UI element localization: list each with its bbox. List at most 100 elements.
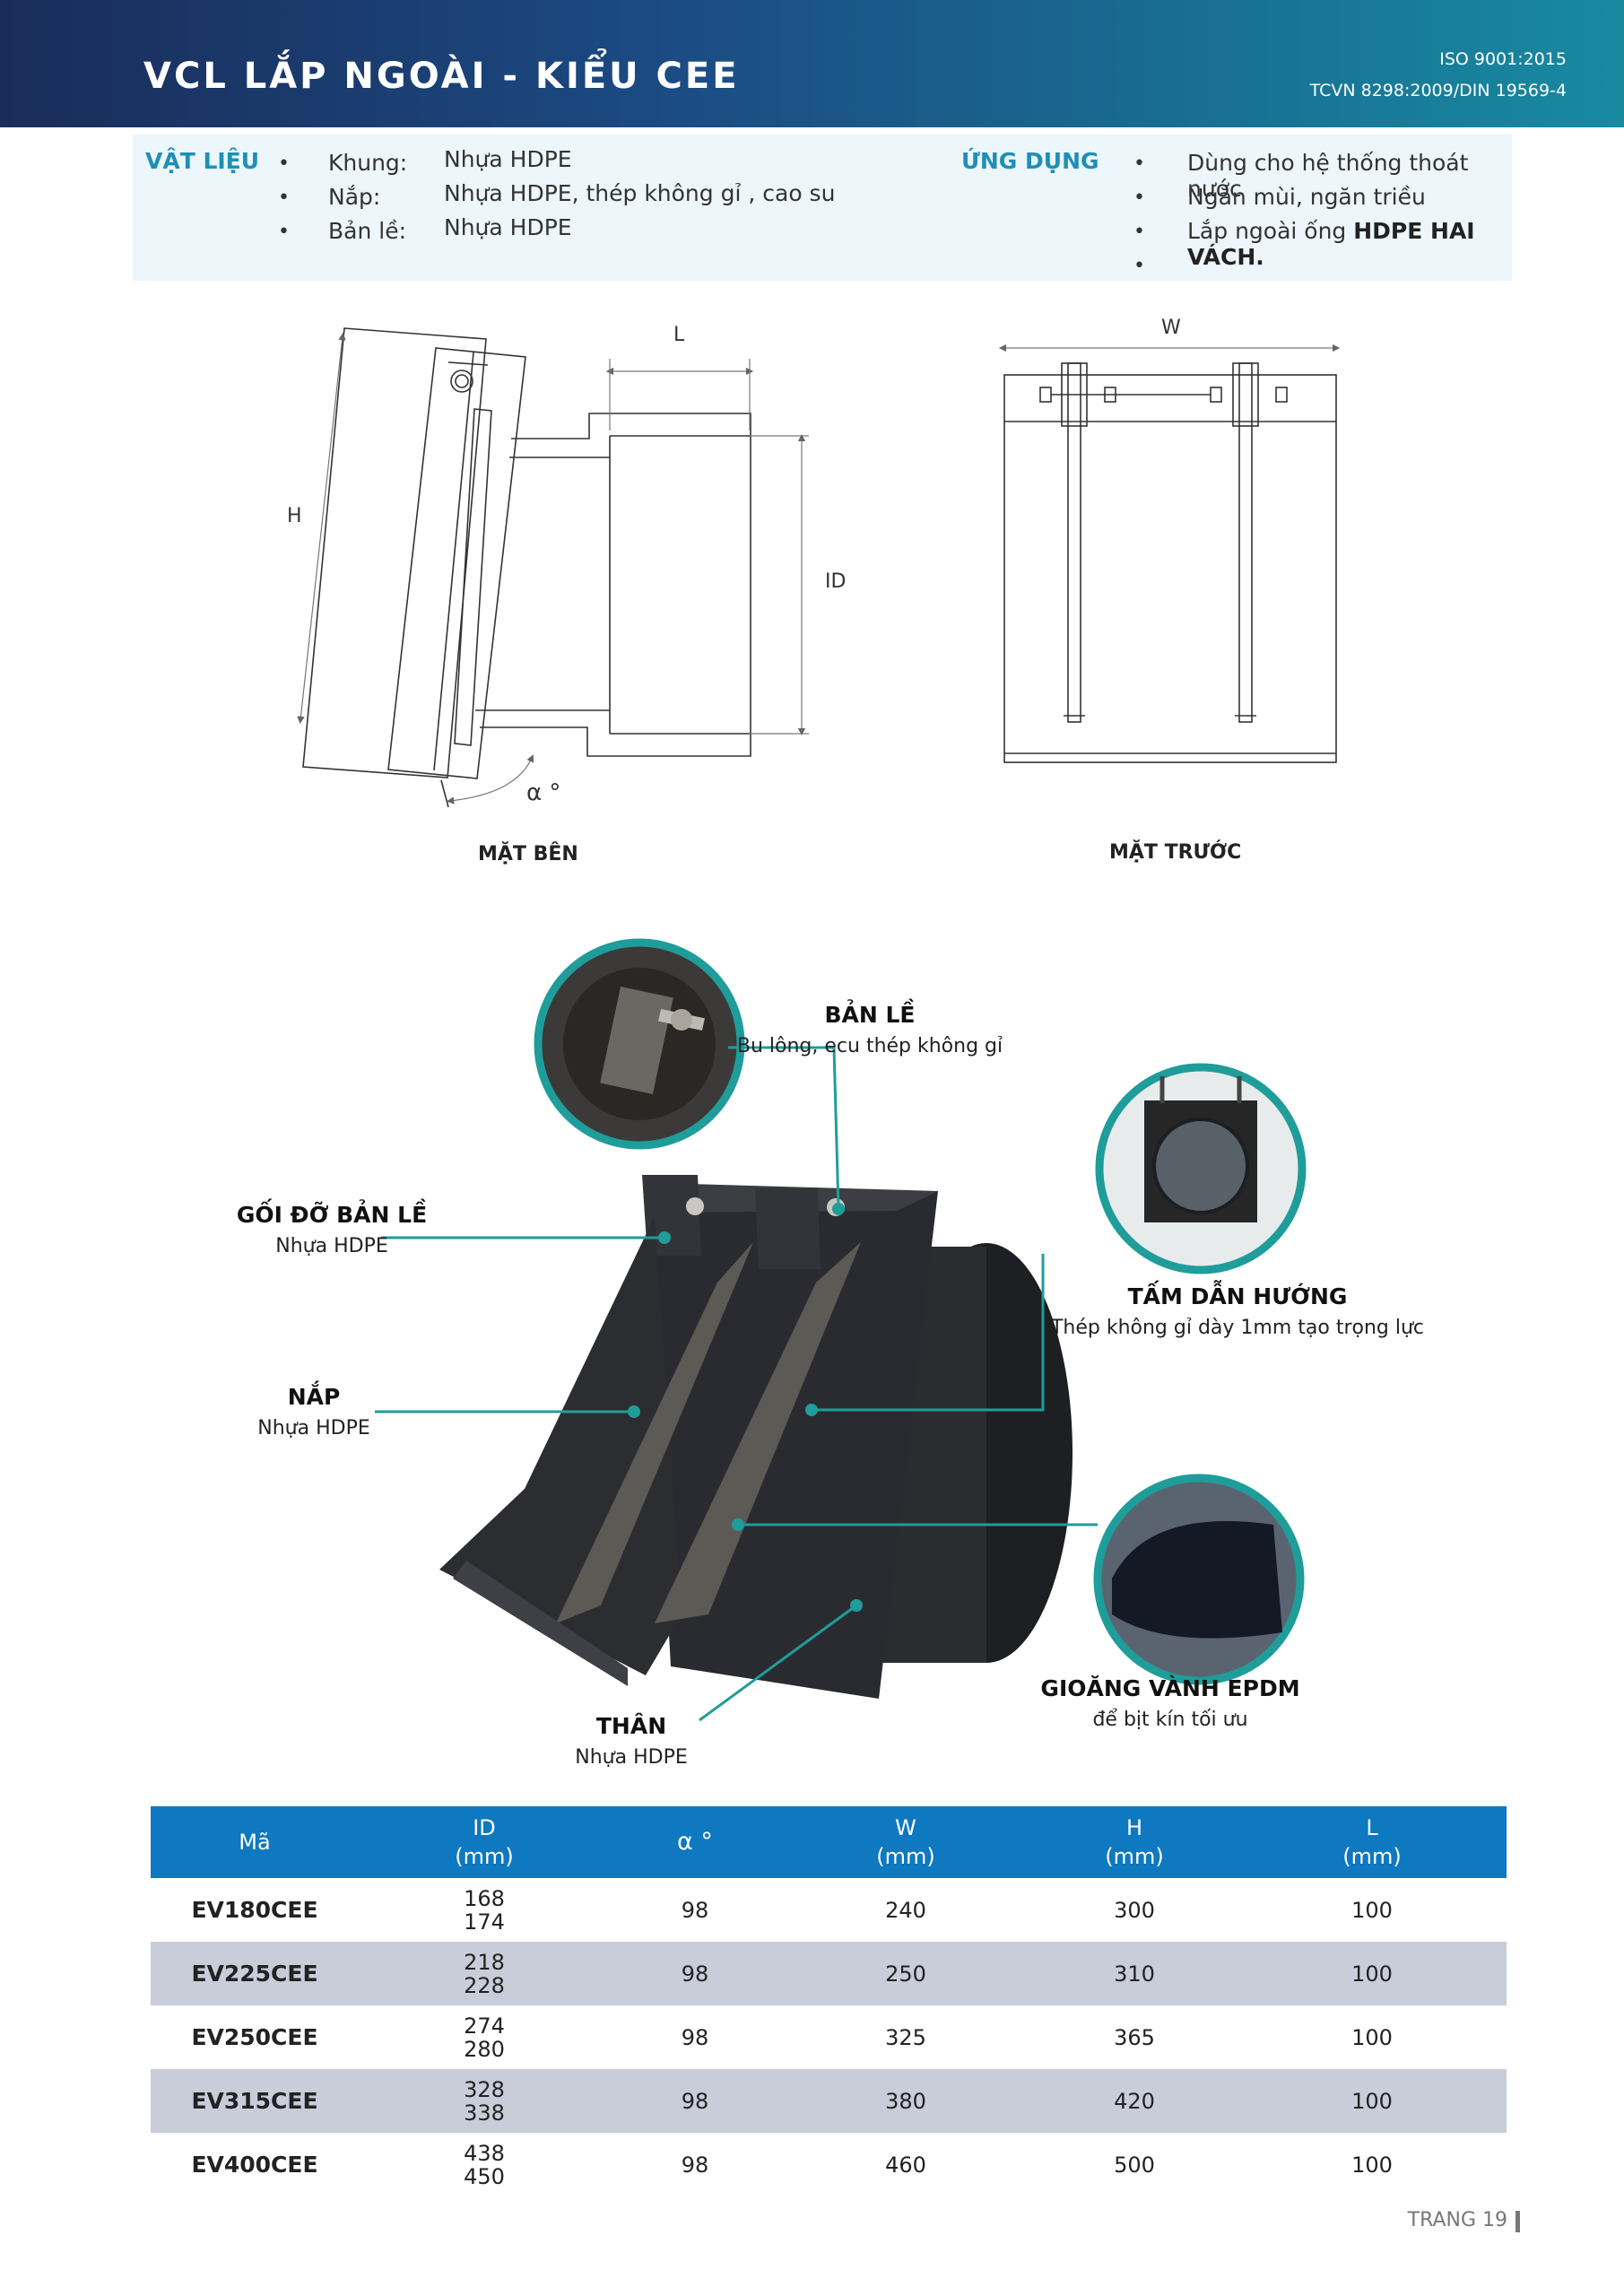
cell-w: 325 — [885, 2024, 926, 2050]
cell-alpha: 98 — [681, 2152, 709, 2178]
dim-w-label: W — [1161, 317, 1181, 339]
header-unit: (mm) — [1342, 1844, 1402, 1869]
cell-w: 460 — [885, 2152, 926, 2178]
cell-code: EV315CEE — [151, 2069, 359, 2133]
gasket-detail-image — [1093, 1474, 1305, 1685]
callout-subtitle: Nhựa HDPE — [257, 1417, 370, 1439]
cell-code: EV250CEE — [191, 2024, 318, 2050]
cell-alpha: 98 — [610, 1942, 780, 2005]
side-view-dimensions — [297, 332, 809, 804]
header-text: α ° — [677, 1828, 713, 1856]
callout-subtitle: để bịt kín tối ưu — [1092, 1709, 1248, 1731]
application-emphasis: HDPE HAI VÁCH. — [1187, 218, 1475, 270]
callout-subtitle: Nhựa HDPE — [575, 1746, 688, 1769]
guide-plate-detail-image — [1095, 1063, 1307, 1274]
application-item: Lắp ngoài ống HDPE HAI VÁCH. — [1187, 218, 1512, 270]
standard-reference: TCVN 8298:2009/DIN 19569-4 — [1309, 81, 1567, 100]
dim-l-label: L — [673, 324, 685, 346]
material-key: Bản lề: — [328, 218, 407, 244]
callout-title: THÂN — [595, 1713, 667, 1739]
page-number-bar — [1515, 2211, 1520, 2232]
material-value: Nhựa HDPE, thép không gỉ , cao su — [444, 180, 836, 206]
col-header-l: L (mm) — [1238, 1806, 1507, 1878]
id-max: 280 — [464, 2036, 505, 2062]
material-value: Nhựa HDPE — [444, 146, 572, 172]
cell-l: 100 — [1351, 2024, 1393, 2050]
cell-alpha: 98 — [681, 2024, 709, 2050]
cell-l: 100 — [1238, 1942, 1507, 2005]
cell-code: EV225CEE — [151, 1942, 359, 2005]
cell-alpha: 98 — [610, 2069, 780, 2133]
header-unit: (mm) — [455, 1844, 514, 1869]
page-number: TRANG 19 — [1407, 2209, 1507, 2231]
cell-l: 100 — [1351, 1897, 1393, 1923]
id-max: 338 — [464, 2100, 505, 2126]
cell-h: 420 — [1031, 2069, 1238, 2133]
cell-h: 300 — [1114, 1897, 1155, 1923]
bullet: • — [278, 152, 290, 175]
application-text: Lắp ngoài ống — [1187, 218, 1354, 244]
cell-code: EV400CEE — [191, 2152, 318, 2178]
id-min: 328 — [464, 2076, 505, 2102]
col-header-w: W (mm) — [780, 1806, 1031, 1878]
front-view-label: MẶT TRƯỚC — [1109, 841, 1242, 864]
application-item: Ngăn mùi, ngăn triều — [1187, 184, 1426, 210]
callout-title: GIOĂNG VÀNH EPDM — [1040, 1675, 1300, 1701]
spec-table: Mã ID (mm) α ° W (mm) H (mm) L (mm) EV180CEE… — [151, 1806, 1507, 2196]
dim-h-label: H — [287, 505, 302, 527]
callout-title: TẤM DẪN HƯỚNG — [1127, 1283, 1348, 1309]
technical-drawings: H L ID α ° W — [287, 317, 1341, 808]
callout-leaders — [375, 1046, 1098, 1722]
header-text: ID — [473, 1815, 496, 1840]
cell-w: 240 — [885, 1897, 926, 1923]
side-view-drawing — [302, 327, 751, 808]
iso-certification: ISO 9001:2015 — [1439, 49, 1567, 69]
bullet: • — [1133, 221, 1145, 243]
header-unit: (mm) — [1105, 1844, 1164, 1869]
id-max: 450 — [464, 2163, 505, 2189]
id-max: 174 — [464, 1909, 505, 1935]
bullet: • — [1133, 187, 1145, 209]
info-box: VẬT LIỆU • • • Khung: Nắp: Bản lề: Nhựa … — [133, 135, 1512, 281]
col-header-code: Mã — [151, 1806, 359, 1878]
material-key: Nắp: — [328, 184, 381, 210]
col-header-h: H (mm) — [1031, 1806, 1238, 1878]
header-text: L — [1366, 1815, 1378, 1840]
table-header-row: Mã ID (mm) α ° W (mm) H (mm) L (mm) — [151, 1806, 1507, 1878]
id-min: 218 — [464, 1949, 505, 1975]
product-illustration — [375, 938, 1307, 1722]
application-item: Dùng cho hệ thống thoát nước — [1187, 150, 1469, 202]
cell-code: EV180CEE — [191, 1897, 318, 1923]
cell-l: 100 — [1238, 2069, 1507, 2133]
id-min: 168 — [464, 1885, 505, 1911]
header-text: H — [1125, 1815, 1143, 1840]
col-header-id: ID (mm) — [359, 1806, 610, 1878]
header-text: W — [895, 1815, 916, 1840]
bullet: • — [1133, 255, 1145, 277]
cell-w: 380 — [780, 2069, 1031, 2133]
page-title: VCL LẮP NGOÀI - KIỂU CEE — [143, 56, 740, 97]
callout-subtitle: Bu lông, ecu thép không gỉ — [736, 1035, 1003, 1057]
side-view-label: MẶT BÊN — [478, 843, 578, 865]
cell-w: 250 — [780, 1942, 1031, 2005]
applications-heading: ỨNG DỤNG — [961, 148, 1099, 174]
callout-title: GỐI ĐỠ BẢN LỀ — [236, 1202, 428, 1228]
bullet: • — [278, 221, 290, 243]
cell-h: 500 — [1114, 2152, 1155, 2178]
callout-body: THÂN Nhựa HDPE — [542, 1713, 721, 1769]
callout-gasket: GIOĂNG VÀNH EPDM để bịt kín tối ưu — [1031, 1675, 1309, 1731]
callout-lid: NẮP Nhựa HDPE — [224, 1384, 404, 1439]
material-value: Nhựa HDPE — [444, 214, 572, 240]
header-text: Mã — [239, 1830, 271, 1855]
page-header: VCL LẮP NGOÀI - KIỂU CEE ISO 9001:2015 T… — [0, 0, 1624, 127]
id-max: 228 — [464, 1972, 505, 1998]
valve-frame — [439, 1216, 861, 1686]
header-unit: (mm) — [876, 1844, 935, 1869]
